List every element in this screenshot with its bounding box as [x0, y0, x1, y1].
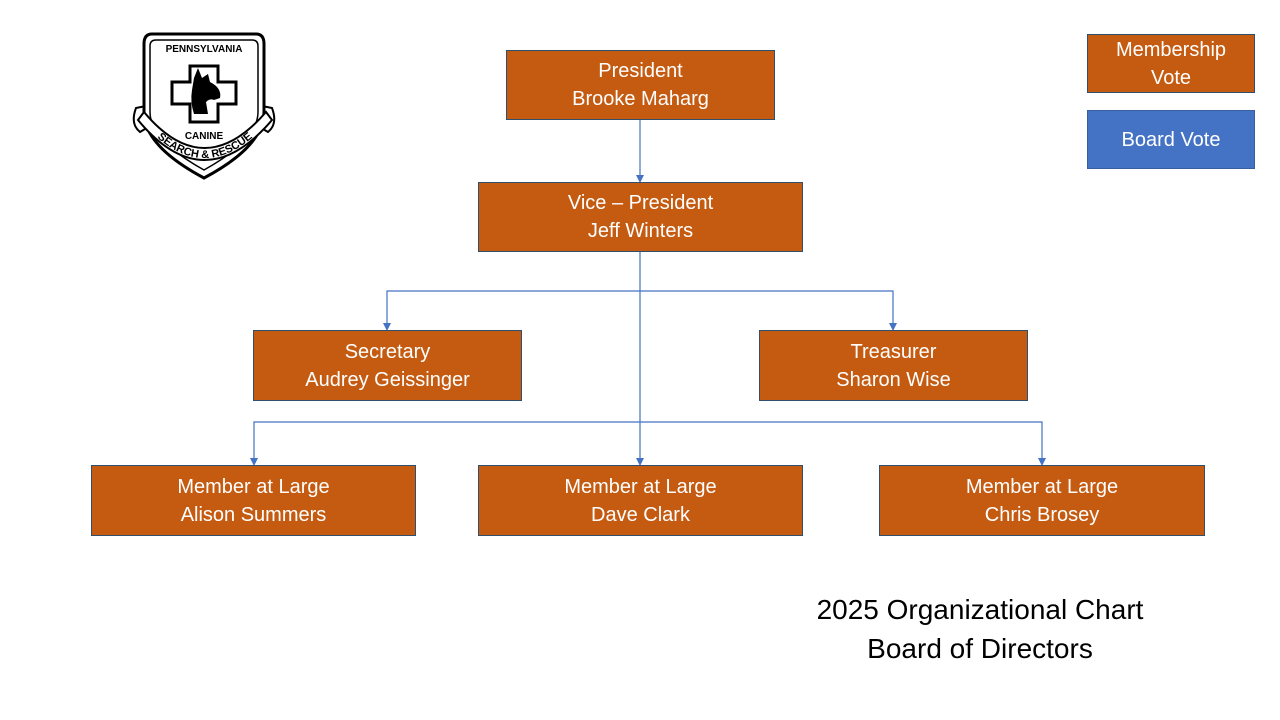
connector-vp-member-1	[250, 421, 640, 466]
node-role: Vice – President	[567, 192, 714, 214]
pa-canine-search-rescue-logo: PENNSYLVANIA CANINE SEARCH & RESCUE	[132, 32, 276, 180]
connector-vp-treasurer	[640, 290, 897, 331]
connector-vp-secretary	[383, 290, 640, 331]
node-name: Dave Clark	[591, 503, 690, 526]
node-member-at-large-3: Member at Large Chris Brosey	[879, 465, 1205, 536]
legend-board-vote-label: Board Vote	[1121, 128, 1221, 151]
node-name: Sharon Wise	[836, 368, 951, 391]
legend-membership-vote-label: Membership Vote	[1115, 38, 1227, 89]
node-role: Secretary	[344, 340, 431, 363]
node-name: Alison Summers	[180, 503, 327, 526]
logo-top-text: PENNSYLVANIA	[166, 44, 243, 55]
node-name: Chris Brosey	[984, 503, 1100, 526]
node-secretary: Secretary Audrey Geissinger	[253, 330, 522, 401]
node-role: Member at Large	[564, 475, 717, 498]
node-role: Treasurer	[850, 340, 937, 363]
chart-title-line-2: Board of Directors	[867, 633, 1093, 664]
node-role: President	[598, 60, 683, 82]
logo-middle-text: CANINE	[185, 131, 224, 142]
node-treasurer: Treasurer Sharon Wise	[759, 330, 1028, 401]
node-member-at-large-1: Member at Large Alison Summers	[91, 465, 416, 536]
node-role: Member at Large	[965, 475, 1119, 498]
chart-title: 2025 Organizational Chart Board of Direc…	[780, 590, 1180, 668]
node-name: Audrey Geissinger	[305, 368, 470, 391]
node-name: Jeff Winters	[587, 220, 694, 242]
node-president: President Brooke Maharg	[506, 50, 775, 120]
chart-title-line-1: 2025 Organizational Chart	[816, 594, 1144, 625]
connector-vp-member-3	[640, 421, 1046, 466]
dog-head-icon	[191, 68, 221, 114]
node-role: Member at Large	[177, 475, 330, 498]
node-member-at-large-2: Member at Large Dave Clark	[478, 465, 803, 536]
legend-board-vote: Board Vote	[1087, 110, 1255, 169]
node-vice-president: Vice – President Jeff Winters	[478, 182, 803, 252]
node-name: Brooke Maharg	[572, 88, 709, 110]
legend-membership-vote: Membership Vote	[1087, 34, 1255, 93]
